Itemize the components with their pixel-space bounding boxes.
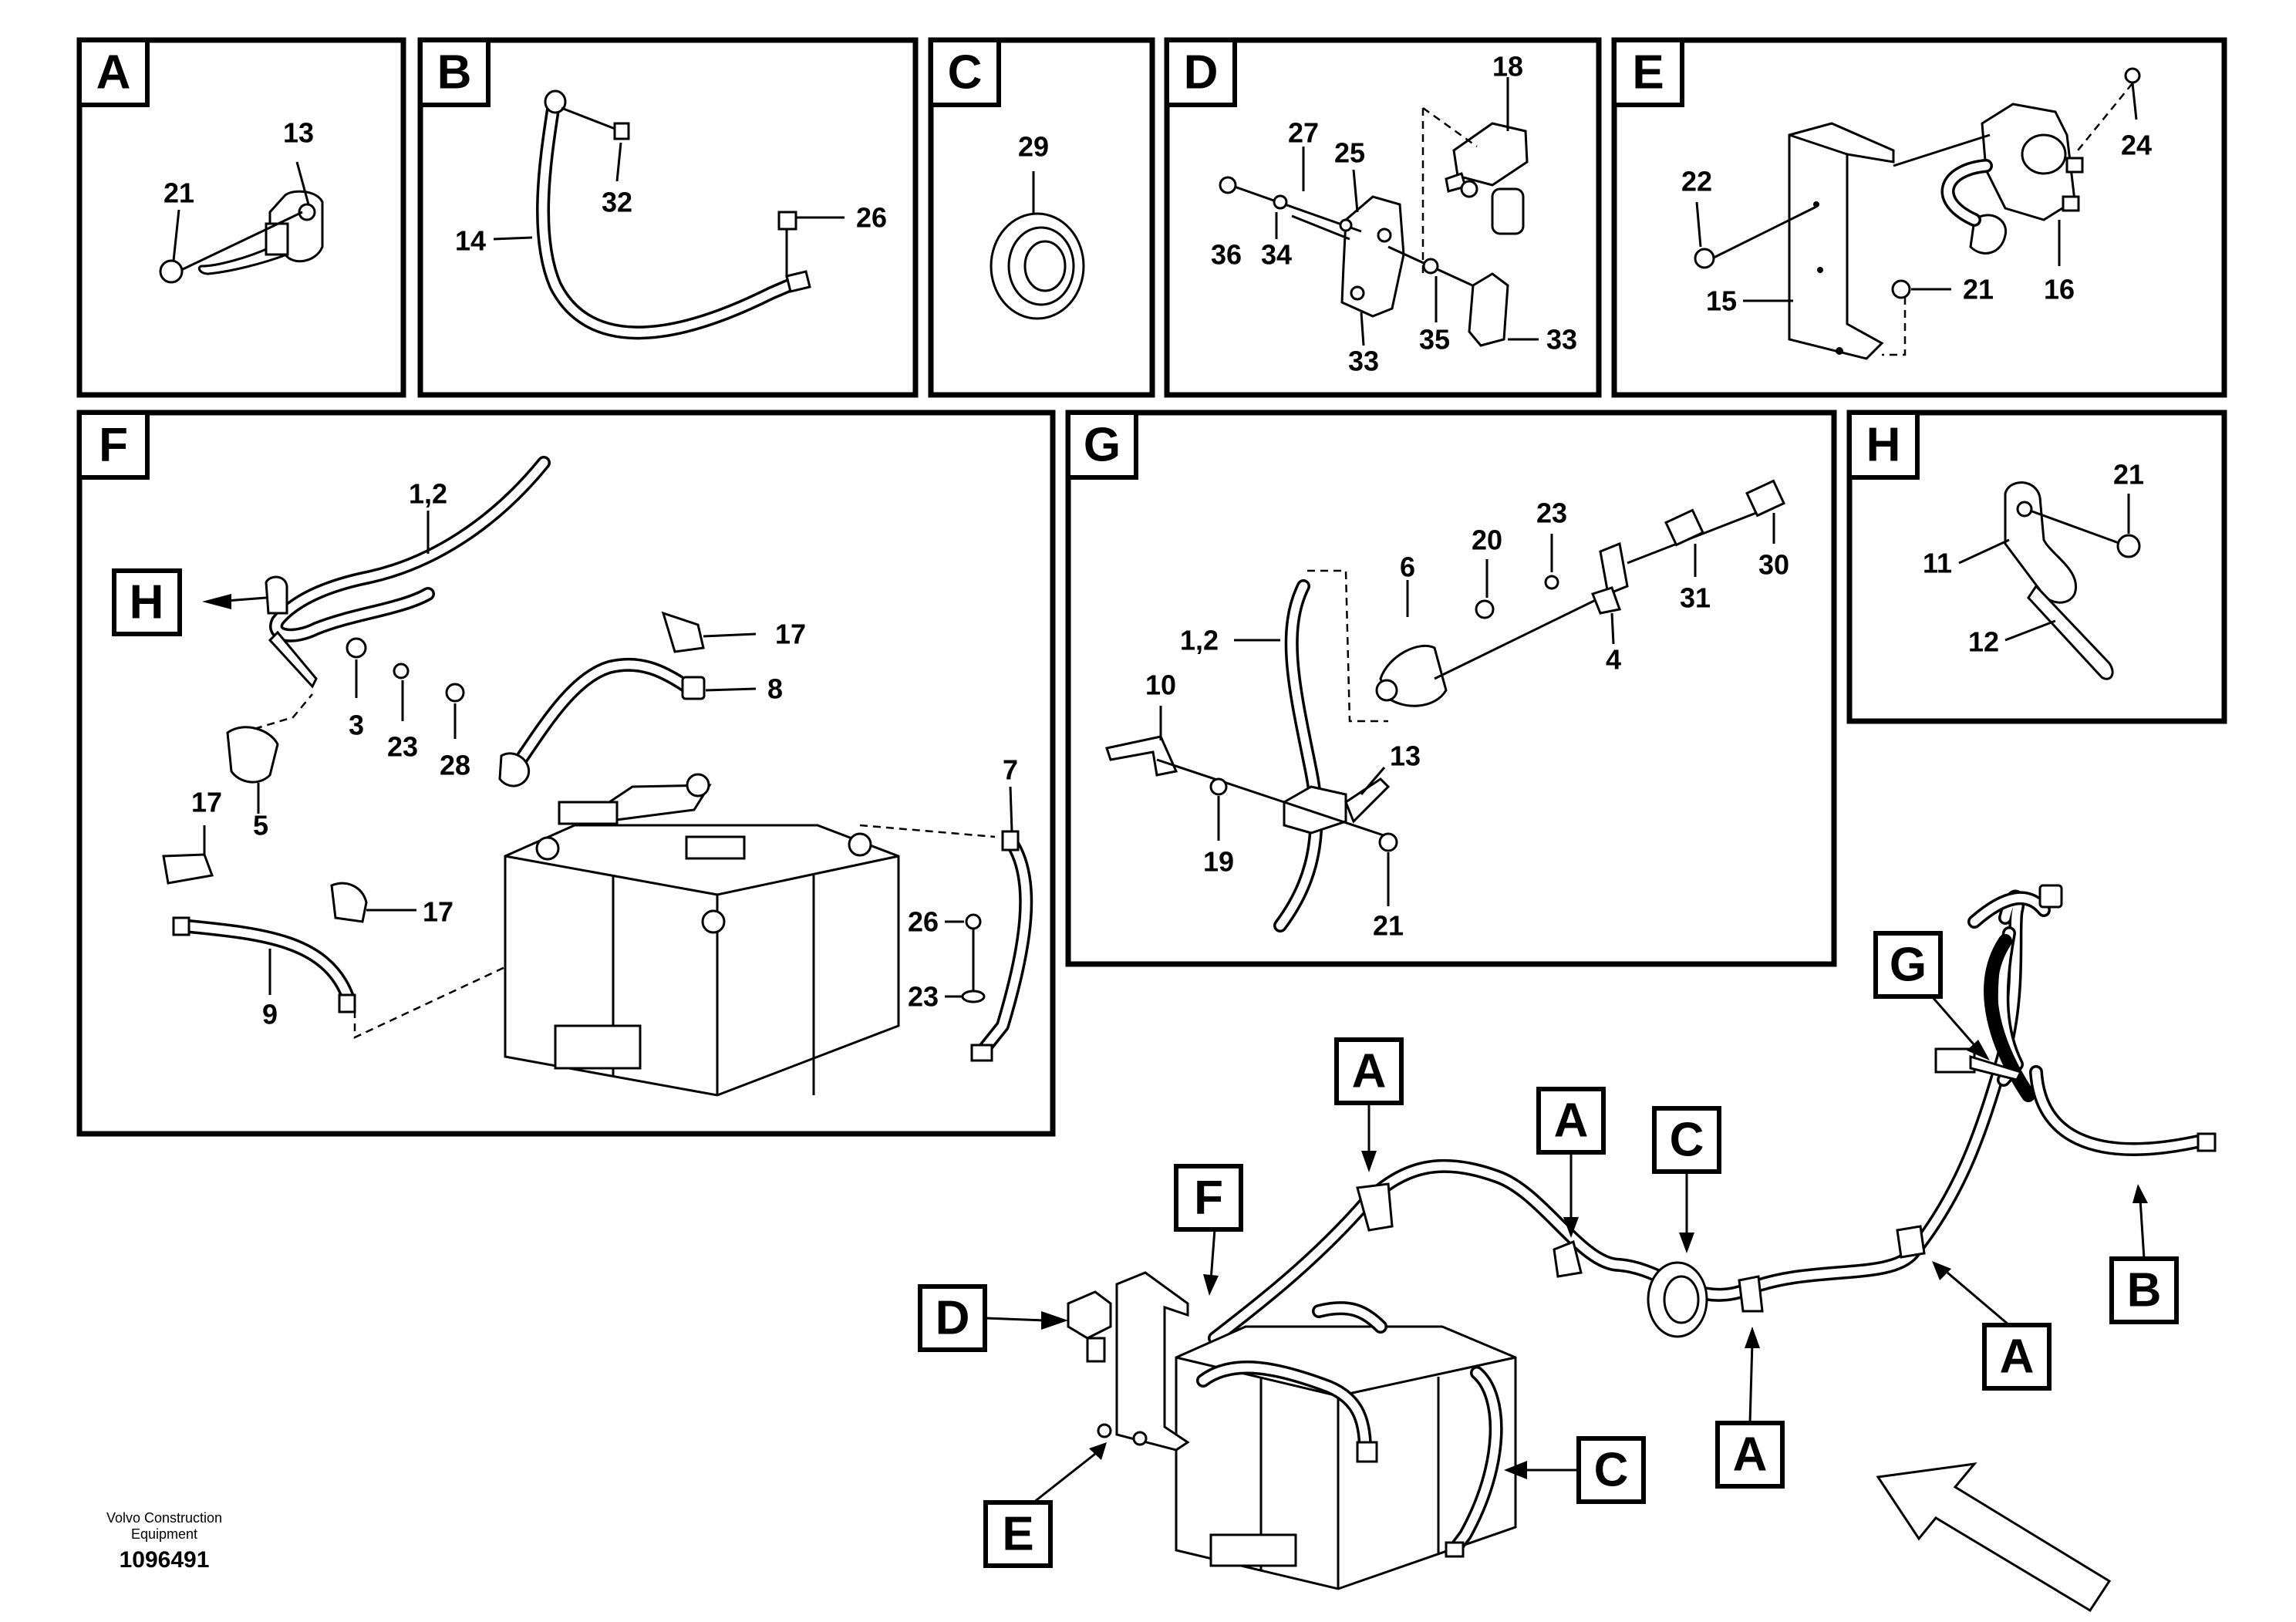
part-number-4: 4 bbox=[1606, 644, 1621, 676]
overview-label-d: D bbox=[936, 1292, 970, 1345]
overview-label-b: B bbox=[2127, 1264, 2162, 1317]
part-number-6: 6 bbox=[1400, 551, 1415, 583]
part-number-30: 30 bbox=[1758, 549, 1789, 581]
part-number-24: 24 bbox=[2121, 130, 2152, 161]
company-name-line2: Equipment bbox=[130, 1526, 198, 1542]
part-number-22: 22 bbox=[1681, 166, 1712, 197]
part-number-26f: 26 bbox=[908, 906, 939, 938]
overview-label-c-2: C bbox=[1594, 1444, 1629, 1497]
part-number-23g: 23 bbox=[1536, 497, 1567, 529]
part-number-21h: 21 bbox=[2113, 459, 2144, 491]
direction-arrow-icon bbox=[1876, 1462, 2112, 1613]
panel-e-label: E bbox=[1632, 46, 1664, 99]
part-number-33b: 33 bbox=[1546, 324, 1577, 356]
overview-label-a-4: A bbox=[1733, 1428, 1768, 1482]
part-number-34: 34 bbox=[1261, 239, 1292, 271]
panel-g-label: G bbox=[1084, 419, 1121, 472]
panel-f-label: F bbox=[99, 419, 128, 472]
overview-label-c-1: C bbox=[1670, 1114, 1704, 1167]
part-number-28: 28 bbox=[440, 750, 470, 781]
part-number-12: 12 bbox=[1968, 626, 1999, 658]
panel-d-label: D bbox=[1184, 46, 1219, 99]
part-number-17a: 17 bbox=[775, 619, 806, 650]
panel-h-label: H bbox=[1866, 419, 1901, 472]
part-number-10: 10 bbox=[1145, 669, 1176, 701]
part-number-3: 3 bbox=[349, 710, 364, 741]
panel-e: E 24 22 21 16 15 bbox=[1611, 37, 2227, 398]
part-number-14: 14 bbox=[455, 225, 486, 257]
panel-c: C 29 bbox=[928, 37, 1155, 398]
part-number-29: 29 bbox=[1018, 131, 1049, 163]
part-number-1-2: 1,2 bbox=[409, 478, 447, 510]
part-number-13: 13 bbox=[283, 117, 314, 149]
panel-c-label: C bbox=[948, 46, 983, 99]
panel-b-label: B bbox=[437, 46, 472, 99]
part-number-21g: 21 bbox=[1373, 910, 1404, 942]
part-number-23a: 23 bbox=[387, 731, 418, 763]
drawing-number: 1096491 bbox=[119, 1547, 210, 1573]
overview-label-a-3: A bbox=[2000, 1330, 2035, 1384]
part-number-32: 32 bbox=[602, 187, 632, 218]
panel-a: A 13 21 bbox=[76, 37, 406, 398]
part-number-17c: 17 bbox=[423, 896, 453, 928]
f-h-callout: H bbox=[130, 576, 164, 629]
overview-label-f: F bbox=[1194, 1172, 1223, 1225]
panel-b: B 32 14 26 bbox=[417, 37, 919, 398]
part-number-7: 7 bbox=[1003, 754, 1018, 786]
overview-label-a-1: A bbox=[1352, 1045, 1387, 1098]
part-number-11: 11 bbox=[1923, 548, 1952, 579]
part-number-33: 33 bbox=[1348, 346, 1379, 377]
part-number-15: 15 bbox=[1706, 285, 1737, 317]
overview-label-e: E bbox=[1002, 1508, 1033, 1561]
part-number-16: 16 bbox=[2044, 274, 2075, 305]
part-number-35: 35 bbox=[1419, 324, 1450, 356]
panel-h: H 21 11 12 bbox=[1846, 410, 2227, 724]
part-number-20: 20 bbox=[1472, 524, 1502, 556]
part-number-13g: 13 bbox=[1390, 740, 1421, 772]
footer: Volvo Construction Equipment 1096491 bbox=[83, 1510, 245, 1578]
part-number-36: 36 bbox=[1211, 239, 1242, 271]
overview-label-a-2: A bbox=[1554, 1094, 1589, 1148]
part-number-18: 18 bbox=[1492, 51, 1523, 83]
overview-callouts: A A C G F D B A bbox=[918, 931, 2179, 1613]
panel-f: F H bbox=[76, 410, 1056, 1137]
panel-a-label: A bbox=[96, 46, 131, 99]
part-number-26: 26 bbox=[856, 202, 887, 234]
part-number-27: 27 bbox=[1288, 117, 1319, 149]
part-number-31: 31 bbox=[1680, 582, 1711, 614]
part-number-9: 9 bbox=[262, 999, 278, 1030]
panel-d: D 18 27 25 36 34 33 35 33 bbox=[1164, 37, 1602, 398]
part-number-1-2g: 1,2 bbox=[1180, 625, 1219, 656]
part-number-8: 8 bbox=[767, 673, 783, 705]
part-number-5: 5 bbox=[253, 810, 268, 841]
panel-g: G 23 30 20 bbox=[1065, 410, 1837, 967]
part-number-25: 25 bbox=[1334, 137, 1365, 169]
company-name-line1: Volvo Construction bbox=[106, 1510, 223, 1526]
overview-assembly bbox=[1067, 884, 2217, 1590]
overview-label-g: G bbox=[1890, 939, 1927, 992]
part-number-23b: 23 bbox=[908, 981, 939, 1013]
part-number-19: 19 bbox=[1203, 846, 1234, 878]
part-number-21: 21 bbox=[164, 177, 194, 209]
part-number-21e: 21 bbox=[1963, 274, 1994, 305]
part-number-17b: 17 bbox=[191, 787, 222, 818]
